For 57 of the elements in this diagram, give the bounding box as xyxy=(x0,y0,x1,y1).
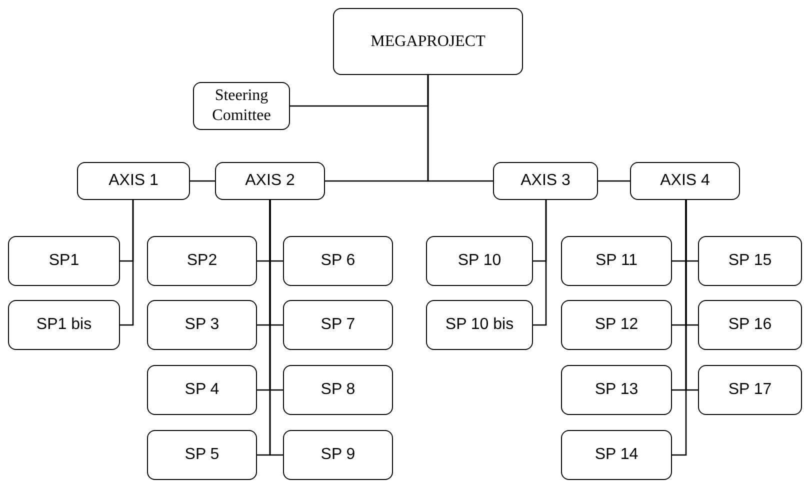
box-label: SP 7 xyxy=(320,315,356,335)
org-box xyxy=(147,430,257,480)
org-box xyxy=(561,365,672,415)
org-box xyxy=(698,300,802,350)
connector-line xyxy=(190,180,215,182)
org-box xyxy=(561,236,672,286)
org-box xyxy=(215,162,325,200)
org-box xyxy=(283,365,393,415)
connector-line xyxy=(269,200,283,456)
org-box xyxy=(8,236,120,286)
box-label: SP 11 xyxy=(595,251,638,271)
org-box xyxy=(283,236,393,286)
box-label: SP 3 xyxy=(184,315,220,335)
box-label: AXIS 2 xyxy=(245,171,295,191)
box-label: SP 9 xyxy=(320,445,356,465)
box-label: AXIS 3 xyxy=(520,171,570,191)
box-label: SP 13 xyxy=(594,380,638,400)
box-label: SP 15 xyxy=(728,251,772,271)
box-label: SP 10 xyxy=(458,251,502,271)
org-box xyxy=(426,300,533,350)
box-label: AXIS 4 xyxy=(660,171,710,191)
box-label: SP 6 xyxy=(320,251,356,271)
org-box xyxy=(561,430,672,480)
connector-line xyxy=(533,200,547,326)
box-label: SP2 xyxy=(186,251,218,271)
org-box xyxy=(426,236,533,286)
box-label: Steering Comittee xyxy=(211,86,272,126)
box-label: SP 17 xyxy=(728,380,772,400)
box-label: SP 16 xyxy=(728,315,772,335)
org-box xyxy=(147,300,257,350)
box-label: MEGAPROJECT xyxy=(370,32,486,52)
org-box xyxy=(493,162,598,200)
org-box xyxy=(698,365,802,415)
box-label: SP 12 xyxy=(594,315,638,335)
org-box xyxy=(8,300,120,350)
box-label: SP1 bis xyxy=(36,315,92,335)
connector-line xyxy=(427,75,493,182)
org-box xyxy=(77,162,190,200)
connector-line xyxy=(120,200,134,326)
box-label: SP 8 xyxy=(320,380,356,400)
connector-line xyxy=(598,180,630,182)
box-label: SP 4 xyxy=(184,380,220,400)
org-box xyxy=(698,236,802,286)
org-box xyxy=(630,162,740,200)
org-box xyxy=(283,300,393,350)
connector-line xyxy=(685,200,698,391)
box-label: SP1 xyxy=(48,251,80,271)
org-box xyxy=(283,430,393,480)
box-label: SP 5 xyxy=(184,445,220,465)
org-box xyxy=(147,236,257,286)
org-box xyxy=(561,300,672,350)
org-box xyxy=(333,8,523,75)
box-label: SP 14 xyxy=(594,445,638,465)
box-label: SP 10 bis xyxy=(445,315,514,335)
org-box xyxy=(193,82,290,130)
box-label: AXIS 1 xyxy=(108,171,158,191)
org-box xyxy=(147,365,257,415)
